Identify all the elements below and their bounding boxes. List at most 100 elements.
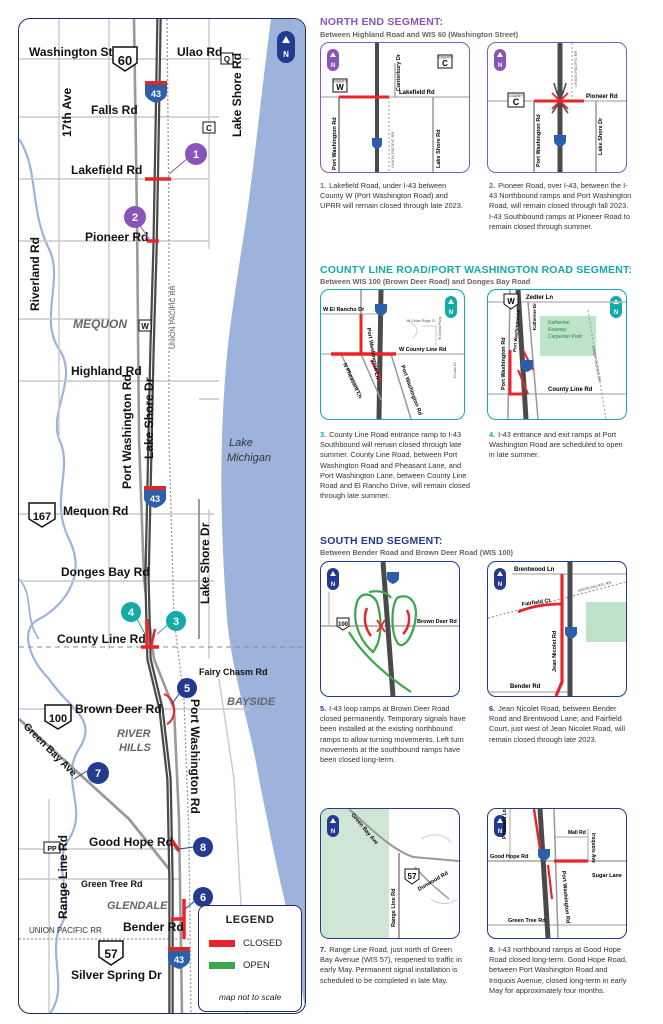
label-lakefield-rd: Lakefield Rd [71,163,142,177]
label-mequon: MEQUON [73,317,127,331]
label-falls-rd: Falls Rd [91,103,138,117]
marker-5: 5 [171,678,197,705]
svg-text:Iroquois Ave: Iroquois Ave [590,833,596,863]
svg-text:Port Washington Rd: Port Washington Rd [501,337,507,390]
closed-swatch [209,940,235,947]
south-section-subtitle: Between Bender Road and Brown Deer Road … [320,548,514,557]
overview-map: 60 43 43 43 167 100 57 Q C W PP Washingt… [18,18,306,1014]
label-washington-st: Washington St [29,45,113,59]
label-port-washington-rd-2: Port Washington Rd [188,699,202,814]
svg-text:3: 3 [173,616,179,628]
svg-text:N: N [498,63,502,69]
label-highland-rd: Highland Rd [71,364,142,378]
svg-text:Pioneer Rd: Pioneer Rd [586,94,618,100]
label-17th-ave: 17th Ave [60,88,74,137]
svg-text:C: C [442,59,448,68]
caption-4: 4.I-43 entrance and exit ramps at Port W… [489,430,623,460]
svg-text:N: N [498,829,502,835]
label-mequon-rd: Mequon Rd [63,504,128,518]
north-arrow-icon: N [277,31,295,63]
svg-text:Port Washington Ln: Port Washington Ln [512,309,521,352]
svg-text:43: 43 [150,494,160,504]
svg-text:W: W [507,297,515,306]
marker-1: 1 [168,143,207,175]
county-pp-shield: PP [43,841,61,854]
county-q-shield: Q [220,52,234,65]
svg-text:W County Line Rd: W County Line Rd [399,347,446,353]
label-fairy-chasm-rd: Fairy Chasm Rd [199,667,268,677]
svg-text:Kearney: Kearney [548,327,567,333]
label-port-washington-rd: Port Washington Rd [120,374,134,489]
open-swatch [209,962,235,969]
panel-brown-deer: N 100 Brown Deer Rd [320,561,460,697]
marker-8: 8 [178,837,213,857]
label-bayside: BAYSIDE [227,696,276,708]
label-good-hope-rd: Good Hope Rd [89,835,173,849]
svg-text:C: C [206,124,212,133]
svg-text:C: C [513,97,520,107]
svg-text:Bender Rd: Bender Rd [510,684,541,690]
county-section-subtitle: Between WIS 100 (Brown Deer Road) and Do… [320,277,531,286]
label-range-line-rd: Range Line Rd [56,835,70,919]
label-lake-shore-dr-2: Lake Shore Dr [198,522,212,604]
label-ulao-rd: Ulao Rd [177,45,222,59]
label-lake-shore-rd: Lake Shore Rd [230,53,244,137]
county-c-shield: C [202,121,216,134]
panel-jean-nicolet: N Brentwood Ln Fairfield Ct UNION PACIFI… [487,561,627,697]
svg-text:W: W [336,83,344,92]
svg-text:Pheasant Ln: Pheasant Ln [502,809,508,839]
wis57-shield: 57 [98,940,124,966]
caption-2: 2.Pioneer Road, over I-43, between the I… [489,181,632,231]
svg-text:Brentwood Ln: Brentwood Ln [514,567,555,573]
svg-text:W Grand Pkwy: W Grand Pkwy [438,316,442,340]
svg-text:Lake Shore Rd: Lake Shore Rd [436,129,442,168]
label-pioneer-rd: Pioneer Rd [85,230,148,244]
svg-text:N: N [283,50,289,59]
wis167-shield: 167 [28,502,56,528]
svg-text:County Line Rd: County Line Rd [548,387,593,393]
svg-text:43: 43 [174,955,184,965]
svg-text:UNION PACIFIC RR: UNION PACIFIC RR [591,345,602,382]
svg-text:COUNTY: COUNTY [438,56,452,60]
svg-text:N: N [331,829,335,835]
marker-7: 7 [73,762,109,784]
wis60-shield: 60 [112,46,138,72]
svg-text:Lakefield Rd: Lakefield Rd [399,90,435,96]
south-section-title: SOUTH END SEGMENT: [320,535,443,547]
svg-text:Carpenter Park: Carpenter Park [548,334,582,340]
svg-text:8: 8 [200,842,206,854]
map-legend: LEGEND CLOSED OPEN map not to scale [198,905,302,1012]
label-county-line-rd: County Line Rd [57,632,146,646]
legend-closed: CLOSED [209,938,282,949]
svg-text:W Cedar Ridge Ct: W Cedar Ridge Ct [407,319,435,323]
label-lake-shore-dr: Lake Shore Dr [142,377,156,459]
north-section-title: NORTH END SEGMENT: [320,16,444,28]
i43-shield-north: 43 [145,81,167,103]
legend-title: LEGEND [225,914,275,926]
svg-text:COUNTY: COUNTY [333,80,347,84]
svg-text:1: 1 [193,149,199,161]
svg-text:2: 2 [132,212,138,224]
svg-text:Mall Rd: Mall Rd [568,830,586,836]
county-section-title: COUNTY LINE ROAD/PORT WASHINGTON ROAD SE… [320,264,633,276]
marker-6: 6 [184,887,213,910]
panel-good-hope: N Pheasant Ln Mall Rd Iroquois Ave Good … [487,808,627,939]
svg-text:N: N [331,63,335,69]
svg-text:167: 167 [33,511,51,523]
label-riverland-rd: Riverland Rd [28,237,42,311]
panel-range-line: N 57 Green Bay Ave Range Line Rd Dunwood… [320,808,460,939]
label-river: RIVER [117,728,151,740]
svg-text:Port Washington Rd: Port Washington Rd [560,871,571,924]
legend-note: map not to scale [218,992,282,1002]
caption-1: 1.Lakefield Road, under I-43 between Cou… [320,181,463,211]
svg-text:Port Washington Rd: Port Washington Rd [332,117,338,170]
svg-text:43: 43 [151,89,161,99]
label-brown-deer-rd: Brown Deer Rd [75,702,162,716]
caption-8: 8.I-43 northbound ramps at Good Hope Roa… [489,945,628,995]
svg-text:Brown Deer Rd: Brown Deer Rd [417,619,457,625]
wis100-shield: 100 [44,704,72,730]
svg-text:COUNTY: COUNTY [509,94,523,98]
lake-michigan [221,19,305,1008]
